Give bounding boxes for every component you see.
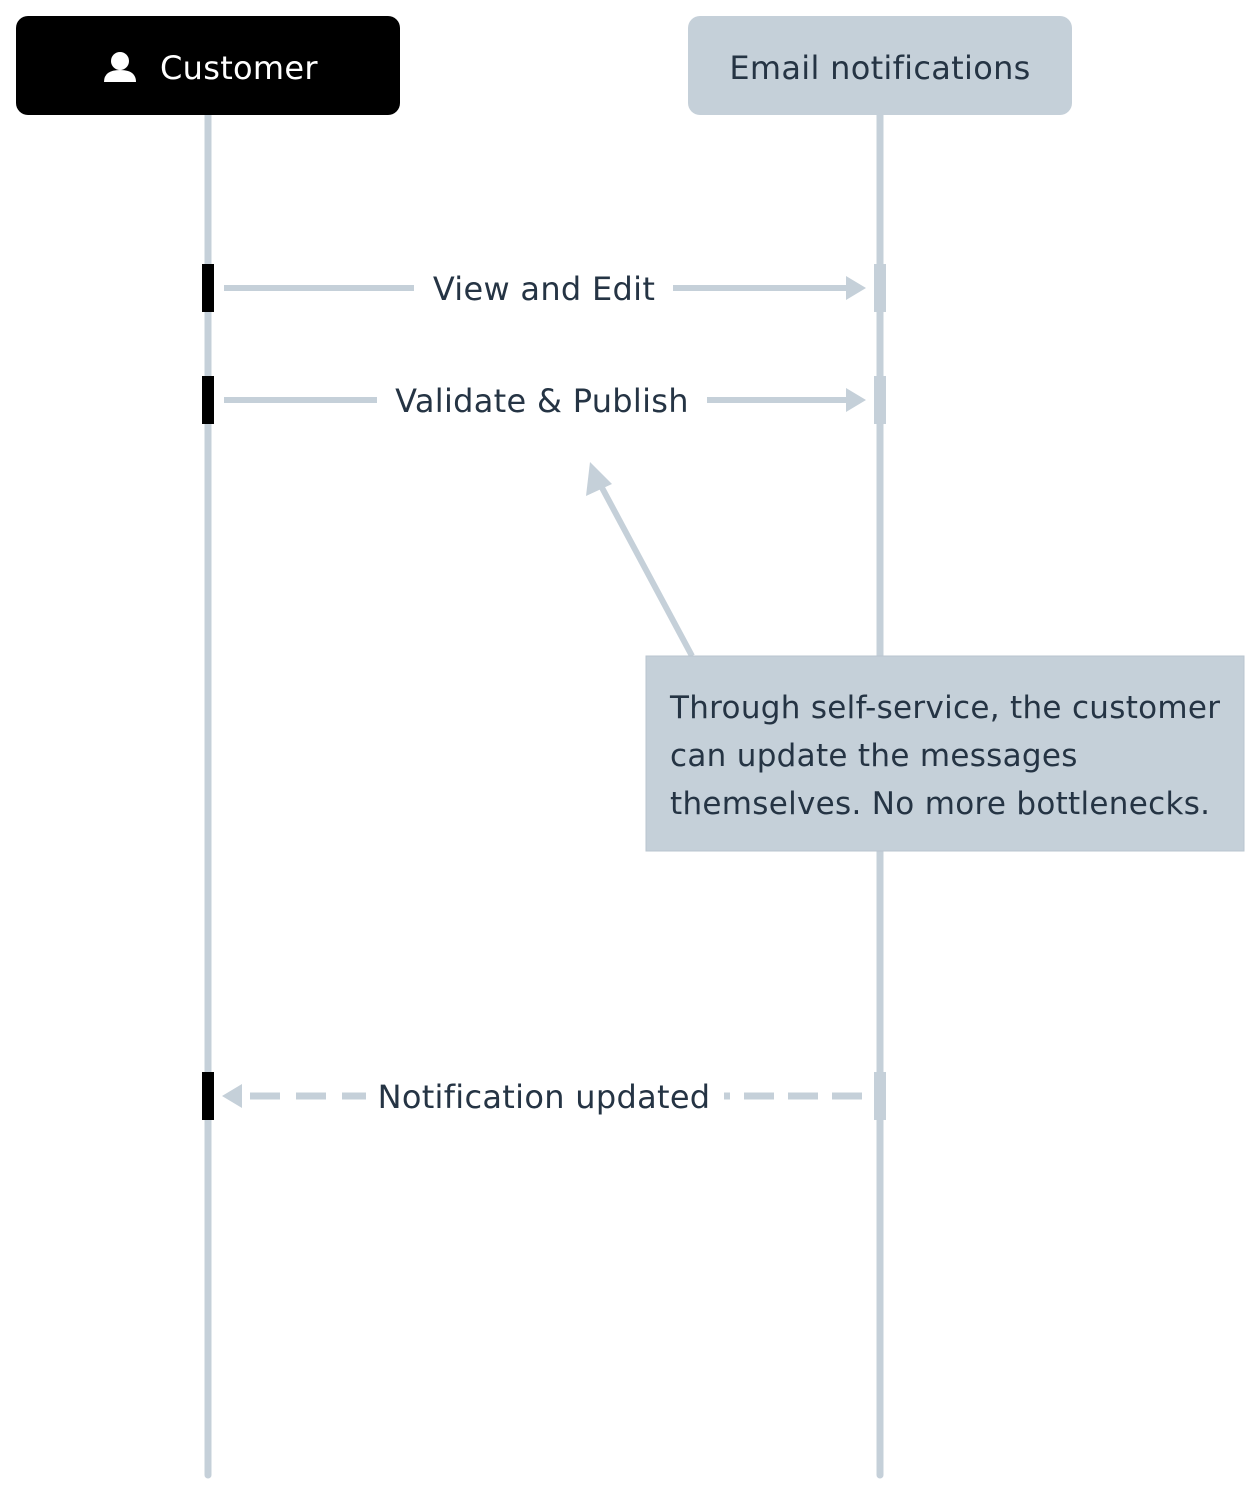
message-notification-updated[interactable]: Notification updated [202,1072,886,1120]
message-label: Notification updated [378,1078,711,1116]
participant-email-notifications[interactable]: Email notifications [688,16,1072,115]
activation-bar [874,1072,886,1120]
arrowhead-icon [586,462,612,496]
message-validate-and-publish[interactable]: Validate & Publish [202,376,886,424]
activation-bar [202,1072,214,1120]
note[interactable]: Through self-service, the customer can u… [645,655,1245,852]
arrowhead-icon [846,276,866,300]
note-line: themselves. No more bottlenecks. [670,786,1210,822]
activation-bar [874,264,886,312]
activation-bar [202,264,214,312]
activation-bar [874,376,886,424]
note-line: Through self-service, the customer [669,690,1220,726]
message-label: View and Edit [433,270,655,308]
message-label: Validate & Publish [395,382,689,420]
message-view-and-edit[interactable]: View and Edit [202,264,886,312]
note-line: can update the messages [670,738,1078,774]
person-icon [104,52,136,82]
participant-label: Customer [160,49,318,87]
note-connector-line [597,482,695,658]
note-box [645,655,1245,852]
arrowhead-icon [846,388,866,412]
participant-customer[interactable]: Customer [16,16,400,115]
participant-label: Email notifications [729,49,1030,87]
participant-box [688,16,1072,115]
participant-box [16,16,400,115]
note-connector [586,462,695,658]
activation-bar [202,376,214,424]
arrowhead-icon [222,1084,242,1108]
